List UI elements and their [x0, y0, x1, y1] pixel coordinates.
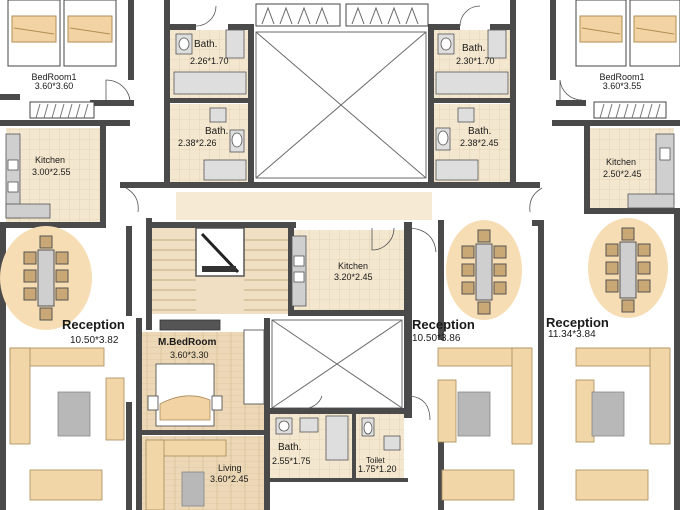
living-size: 3.60*2.45 — [210, 474, 249, 484]
stairs — [152, 227, 288, 311]
reception-right-name: Reception — [546, 315, 609, 330]
bath-tl-name: Bath. — [194, 39, 218, 50]
bedroom-right-label: BedRoom1 3.60*3.55 — [599, 72, 645, 92]
kitchen-counters — [5, 133, 675, 307]
bath-bottom-size: 2.55*1.75 — [272, 456, 311, 466]
sofas — [9, 319, 671, 510]
bath-mr-size: 2.38*2.45 — [460, 138, 499, 148]
reception-right-size: 11.34*3.84 — [548, 329, 596, 340]
reception-mid-size: 10.50*3.86 — [412, 333, 461, 344]
living-name: Living — [218, 463, 242, 473]
kitchen-center-size: 3.20*2.45 — [334, 272, 373, 282]
bath-mr-name: Bath. — [468, 126, 492, 137]
closet-top — [255, 3, 429, 27]
bedroom-right-size: 3.60*3.55 — [602, 81, 642, 92]
dining-tables — [0, 218, 668, 330]
bedroom-left-name: BedRoom1 — [31, 72, 77, 82]
bath-ml-name: Bath. — [205, 126, 229, 137]
floor-corridor — [176, 192, 432, 220]
doors — [105, 5, 583, 421]
master-bedroom-size: 3.60*3.30 — [170, 350, 209, 360]
bed-left — [7, 0, 117, 67]
bath-tl-size: 2.26*1.70 — [190, 56, 229, 66]
kitchen-center-name: Kitchen — [338, 261, 369, 271]
bed-right — [575, 0, 680, 67]
kitchen-right-name: Kitchen — [606, 157, 637, 167]
bath-bottom-name: Bath. — [278, 442, 302, 453]
bath-fixtures — [173, 29, 509, 461]
wardrobe-right — [593, 101, 667, 119]
kitchen-right-size: 2.50*2.45 — [603, 169, 642, 179]
bedroom-left-size: 3.60*3.60 — [34, 81, 74, 92]
bedroom-right-name: BedRoom1 — [599, 72, 645, 82]
reception-mid-name: Reception — [412, 317, 475, 332]
toilet-name: Toilet — [366, 456, 385, 465]
bedroom-left-label: BedRoom1 3.60*3.60 — [31, 72, 77, 92]
reception-left-name: Reception — [62, 317, 125, 332]
reception-left-size: 10.50*3.82 — [70, 335, 119, 346]
bath-tr-name: Bath. — [462, 43, 486, 54]
floor-kitchen-center — [292, 230, 410, 310]
kitchen-left-size: 3.00*2.55 — [32, 167, 71, 177]
wardrobe-left — [29, 101, 95, 119]
void-top — [255, 31, 427, 179]
master-bedroom-name: M.BedRoom — [158, 337, 217, 348]
kitchen-left-name: Kitchen — [35, 155, 66, 165]
bath-ml-size: 2.38*2.26 — [178, 138, 217, 148]
toilet-size: 1.75*1.20 — [358, 464, 397, 474]
bath-tr-size: 2.30*1.70 — [456, 56, 495, 66]
